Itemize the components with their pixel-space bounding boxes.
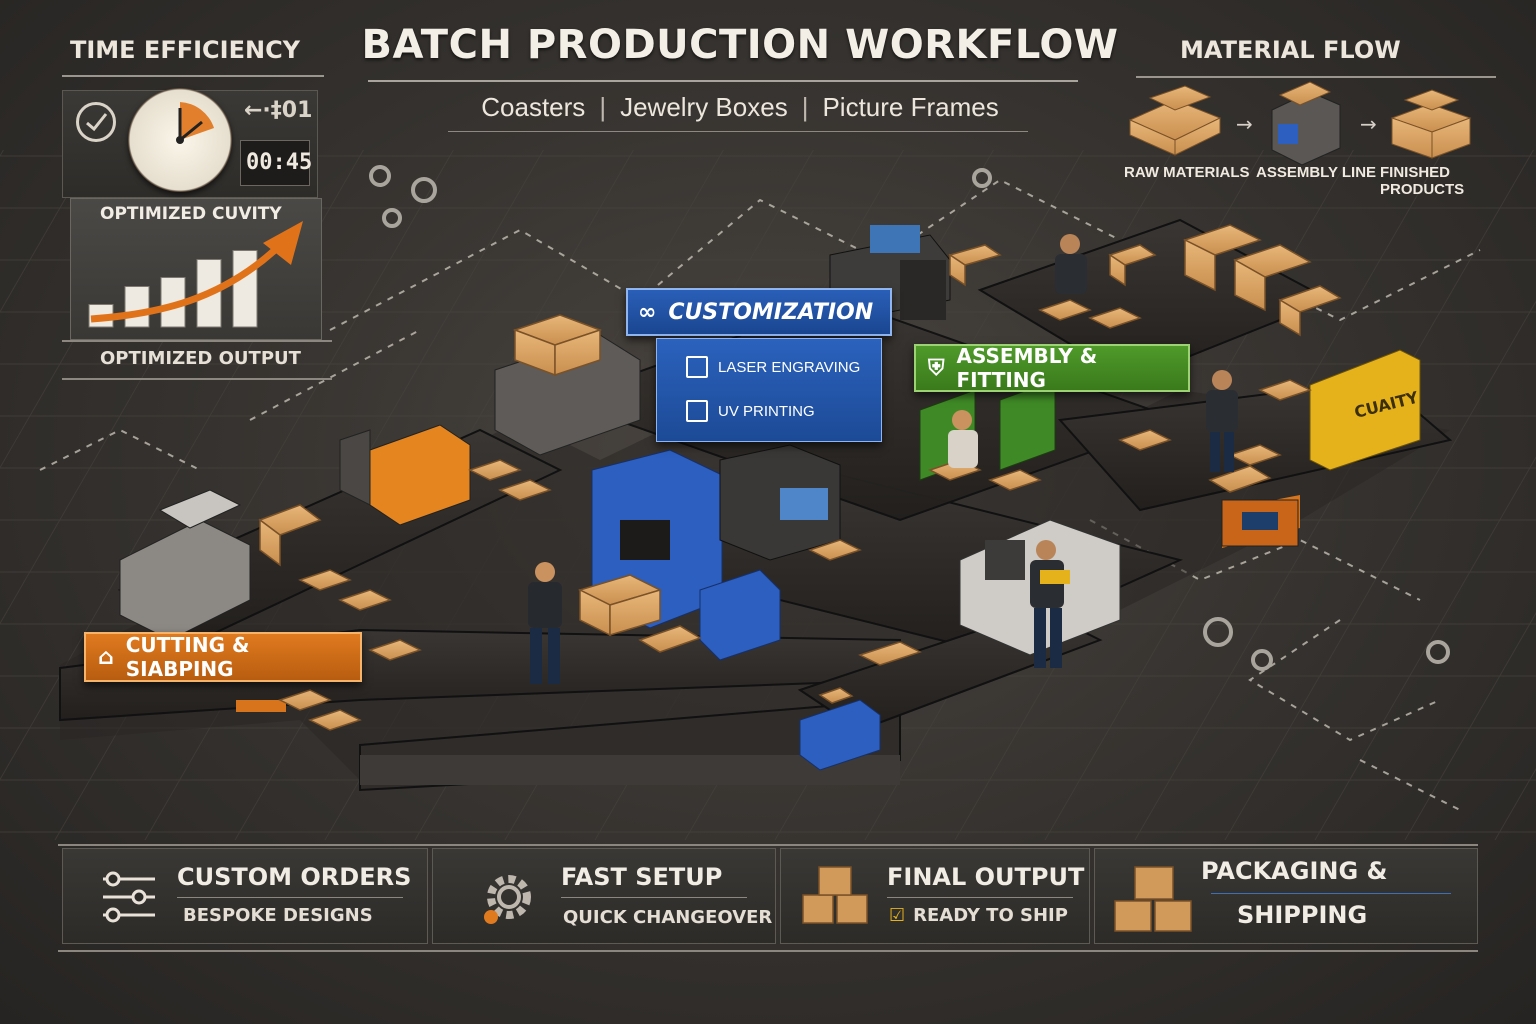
bottom-feature-bar xyxy=(58,844,1478,952)
cutting-tag: ⌂ CUTTING & SIABPING xyxy=(84,632,362,682)
product-jewelry-boxes: Jewelry Boxes xyxy=(620,92,788,122)
flow-step-finished-products: FINISHED PRODUCTS xyxy=(1380,164,1465,198)
uv-printing-item: UV PRINTING xyxy=(686,400,815,422)
flow-step-raw-materials: RAW MATERIALS xyxy=(1124,164,1250,181)
laser-engraving-label: LASER ENGRAVING xyxy=(718,358,861,376)
customization-label: CUSTOMIZATION xyxy=(668,299,874,325)
output-bar xyxy=(232,250,258,328)
title-divider xyxy=(368,80,1078,82)
output-bar-chart xyxy=(88,221,303,328)
workers xyxy=(528,234,1238,684)
material-flow-divider xyxy=(1136,76,1496,78)
assembly-label: ASSEMBLY & FITTING xyxy=(956,344,1098,392)
gear-icon xyxy=(484,875,531,924)
feature-fast-setup: FAST SETUP QUICK CHANGEOVER xyxy=(432,848,776,944)
packaging-divider xyxy=(1211,893,1451,894)
feature-final-output: FINAL OUTPUT ☑ READY TO SHIP xyxy=(780,848,1090,944)
product-list: Coasters | Jewelry Boxes | Picture Frame… xyxy=(430,92,1050,123)
cutting-label: CUTTING & SIABPING xyxy=(125,633,250,681)
flow-arrow-icon: → xyxy=(1360,112,1377,136)
checkbox-icon: ☑ xyxy=(889,905,906,926)
custom-orders-title: CUSTOM ORDERS xyxy=(177,863,412,891)
final-output-title: FINAL OUTPUT xyxy=(887,863,1085,891)
gear-icons-decor xyxy=(369,165,1450,671)
product-coasters: Coasters xyxy=(481,92,586,122)
fast-setup-title: FAST SETUP xyxy=(561,863,723,891)
laser-engraving-item: LASER ENGRAVING xyxy=(686,356,860,378)
timer-display xyxy=(240,140,310,186)
custom-orders-sub: BESPOKE DESIGNS xyxy=(183,905,373,926)
output-bar xyxy=(124,286,150,328)
assembly-tag: ⛨ ASSEMBLY & FITTING xyxy=(914,344,1190,392)
boxes-icon xyxy=(1390,89,1472,159)
time-efficiency-divider xyxy=(62,75,324,77)
box-stack-icon xyxy=(1114,866,1192,932)
shield-leaf-icon: ⛨ xyxy=(928,355,945,381)
cardboard-boxes xyxy=(258,224,1342,731)
worker-front-left xyxy=(528,562,562,684)
material-flow-icons xyxy=(1128,81,1472,166)
fast-setup-sub: QUICK CHANGEOVER xyxy=(563,907,773,928)
final-output-divider xyxy=(887,897,1073,898)
product-separator: | xyxy=(599,92,607,122)
packaging-title: PACKAGING & xyxy=(1201,857,1388,885)
printer-icon xyxy=(686,400,708,422)
uv-printing-label: UV PRINTING xyxy=(718,402,815,420)
boxes-icon xyxy=(802,866,868,924)
lumber-stack-icon xyxy=(1128,85,1222,156)
chart-caption: OPTIMIZED CUVITY xyxy=(100,204,282,224)
final-output-sub-row: ☑ READY TO SHIP xyxy=(889,905,1068,926)
link-icon: ∞ xyxy=(638,299,657,325)
optimized-output-label: OPTIMIZED OUTPUT xyxy=(100,348,301,369)
flow-arrow-icon: → xyxy=(1236,112,1253,136)
customization-options-panel xyxy=(656,338,882,442)
sliders-icon xyxy=(103,871,155,923)
feature-custom-orders: CUSTOM ORDERS BESPOKE DESIGNS xyxy=(62,848,428,944)
worker-top xyxy=(1055,234,1087,294)
timer-value: 00:45 xyxy=(246,150,313,175)
feature-packaging-shipping: PACKAGING & SHIPPING xyxy=(1094,848,1478,944)
material-flow-label: MATERIAL FLOW xyxy=(1180,36,1401,64)
product-picture-frames: Picture Frames xyxy=(822,92,999,122)
subtitle-divider xyxy=(448,131,1028,132)
customization-tag: ∞ CUSTOMIZATION xyxy=(626,288,892,336)
worker-quality xyxy=(1206,370,1238,472)
worker-cnc xyxy=(1030,540,1070,668)
output-divider-bottom xyxy=(62,378,332,380)
trend-arrow-head xyxy=(263,221,303,265)
packaging-sub: SHIPPING xyxy=(1237,901,1368,929)
worker-assembly xyxy=(948,410,978,468)
flow-step-assembly-line: ASSEMBLY LINE xyxy=(1256,164,1377,181)
check-circle-icon xyxy=(76,102,116,142)
final-output-sub: READY TO SHIP xyxy=(913,905,1068,926)
clock-icon xyxy=(128,88,232,192)
product-separator: | xyxy=(801,92,809,122)
output-chart-panel xyxy=(70,198,322,340)
factory-icon: ⌂ xyxy=(98,644,114,670)
machine-icon xyxy=(1271,81,1341,166)
output-divider-top xyxy=(62,340,332,342)
time-efficiency-label: TIME EFFICIENCY xyxy=(70,36,301,64)
timer-arrow-glyph: ←·‡01 xyxy=(244,98,313,123)
laser-icon xyxy=(686,356,708,378)
fast-setup-divider xyxy=(561,897,747,898)
page-title: BATCH PRODUCTION WORKFLOW xyxy=(361,22,1119,68)
custom-orders-divider xyxy=(177,897,403,898)
trend-arrow-icon xyxy=(90,246,279,323)
